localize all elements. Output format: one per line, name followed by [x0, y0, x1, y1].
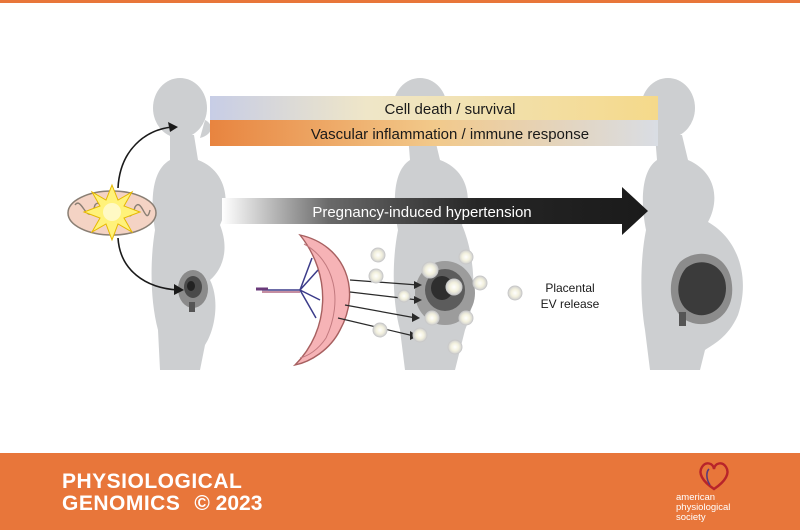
vesicle-icon: [412, 327, 428, 343]
aps-line-2: physiological: [676, 502, 731, 513]
label-pih: Pregnancy-induced hypertension: [312, 204, 531, 221]
label-ev-line1: Placental: [545, 281, 594, 295]
vesicle-icon: [372, 322, 388, 338]
aps-line-1: american: [676, 492, 716, 503]
vesicle-icon: [507, 285, 523, 301]
aps-line-3: society: [676, 512, 706, 523]
vesicle-icon: [472, 275, 488, 291]
copyright-year: © 2023: [194, 492, 263, 515]
sunburst-icon: [82, 183, 142, 242]
band-vascular: [210, 120, 658, 146]
aps-name: american physiological society: [676, 493, 730, 523]
vesicle-icon: [368, 268, 384, 284]
vesicle-icon: [458, 249, 474, 265]
aps-heart-icon: [699, 462, 729, 491]
journal-line-1: PHYSIOLOGICAL: [62, 470, 243, 493]
curved-arrows: [117, 126, 179, 291]
pih-arrow: [222, 187, 648, 235]
vesicle-icon: [397, 289, 411, 303]
silhouette-left: [151, 78, 226, 370]
vesicle-icon: [458, 310, 474, 326]
journal-footer: PHYSIOLOGICAL GENOMICS © 2023 american ph…: [0, 453, 800, 530]
vesicle-cluster: [368, 247, 523, 355]
label-ev-line2: EV release: [541, 297, 600, 311]
journal-title: PHYSIOLOGICAL GENOMICS © 2023: [62, 471, 262, 515]
vesicle-icon: [445, 278, 463, 296]
vesicle-icon: [424, 310, 440, 326]
vesicle-icon: [421, 261, 439, 279]
label-vascular: Vascular inflammation / immune response: [311, 126, 589, 143]
pregnancy-diagram: Cell death / survival Vascular inflammat…: [67, 78, 743, 370]
vesicle-icon: [447, 339, 463, 355]
journal-line-2: GENOMICS: [62, 492, 181, 515]
aps-logo: american physiological society: [676, 462, 756, 527]
vesicle-icon: [370, 247, 386, 263]
label-cell-death: Cell death / survival: [385, 101, 516, 118]
placenta-icon: [256, 233, 351, 367]
top-accent-rule: [0, 0, 800, 3]
band-cell-death: [210, 96, 658, 120]
